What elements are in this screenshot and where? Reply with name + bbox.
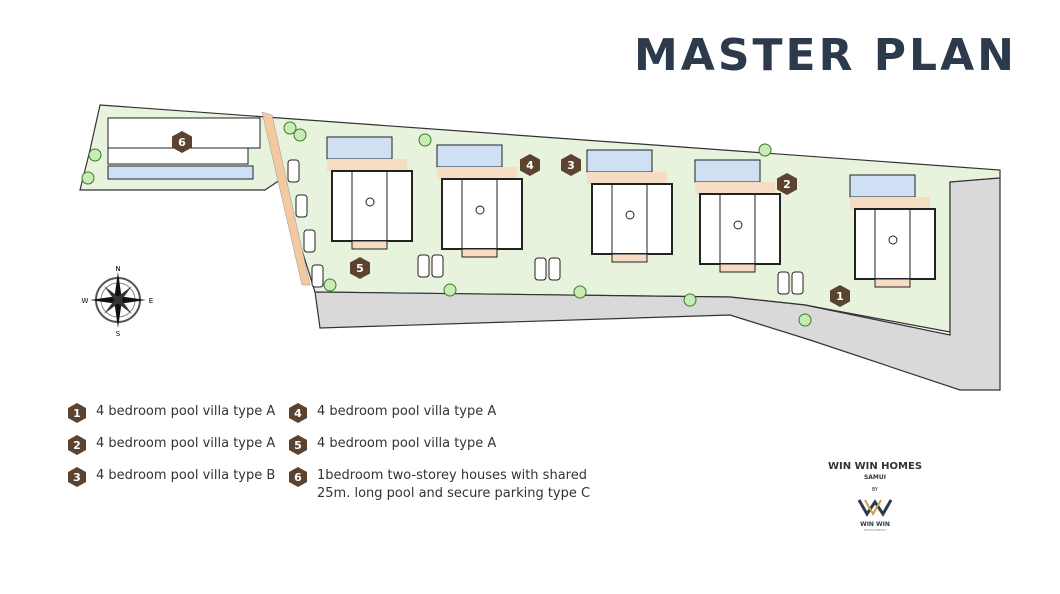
car-icon bbox=[417, 254, 430, 278]
legend-text: 1bedroom two-storey houses with shared 25… bbox=[317, 467, 590, 503]
compass-w: W bbox=[82, 297, 89, 305]
logo-text: WIN WIN bbox=[860, 521, 890, 528]
building-type-c bbox=[107, 117, 261, 180]
road bbox=[314, 177, 1001, 391]
car-icon bbox=[287, 159, 300, 183]
plot-badge-1: 1 bbox=[830, 285, 850, 307]
legend-item: 4 4 bedroom pool villa type A bbox=[289, 403, 496, 423]
car-icon bbox=[431, 254, 444, 278]
plot-badge-3: 3 bbox=[561, 154, 581, 176]
car-icon bbox=[311, 264, 324, 288]
page-title: MASTER PLAN bbox=[634, 30, 1017, 81]
brand-by: BY bbox=[871, 487, 879, 493]
brand-name: WIN WIN HOMES bbox=[827, 461, 923, 472]
car-icon bbox=[295, 194, 308, 218]
legend-text: 4 bedroom pool villa type A bbox=[317, 436, 497, 451]
villa bbox=[436, 144, 523, 258]
win-win-logo-icon bbox=[857, 499, 893, 517]
villa bbox=[326, 136, 413, 250]
tree-icon bbox=[443, 283, 457, 297]
legend-text: 4 bedroom pool villa type B bbox=[96, 468, 276, 483]
car-icon bbox=[548, 257, 561, 281]
legend-text: 4 bedroom pool villa type A bbox=[96, 404, 276, 419]
plot-number: 5 bbox=[356, 262, 364, 275]
legend-item: 5 4 bedroom pool villa type A bbox=[289, 435, 496, 455]
legend-item: 2 4 bedroom pool villa type A bbox=[68, 435, 275, 455]
logo-subtext: DEVELOPMENT bbox=[863, 528, 887, 532]
plot-badge-icon: 1 bbox=[68, 403, 86, 423]
tree-icon bbox=[418, 133, 432, 147]
plot-number: 6 bbox=[178, 136, 186, 149]
tree-icon bbox=[758, 143, 772, 157]
plot-badge-6: 6 bbox=[172, 131, 192, 153]
compass-icon: N S E W bbox=[82, 265, 154, 338]
car-icon bbox=[534, 257, 547, 281]
access-path bbox=[261, 111, 311, 286]
plot-badge-5: 5 bbox=[350, 257, 370, 279]
villa bbox=[849, 174, 936, 288]
plot-number: 1 bbox=[836, 290, 844, 303]
villa bbox=[694, 159, 781, 273]
compass-e: E bbox=[149, 297, 153, 305]
plot-number: 3 bbox=[567, 159, 575, 172]
tree-icon bbox=[798, 313, 812, 327]
plot-badge-icon: 5 bbox=[289, 435, 307, 455]
tree-icon bbox=[683, 293, 697, 307]
plot-badge-2: 2 bbox=[777, 173, 797, 195]
plot-badge-icon: 3 bbox=[68, 467, 86, 487]
tree-icon bbox=[88, 148, 102, 162]
tree-icon bbox=[323, 278, 337, 292]
car-icon bbox=[791, 271, 804, 295]
brand-location: SAMUI bbox=[863, 474, 887, 481]
plot-number: 4 bbox=[526, 159, 534, 172]
compass-n: N bbox=[115, 265, 120, 273]
tree-icon bbox=[283, 121, 297, 135]
legend-text-line2: 25m. long pool and secure parking type C bbox=[317, 486, 591, 501]
car-icon bbox=[777, 271, 790, 295]
plot-badge-icon: 6 bbox=[289, 467, 307, 487]
legend-item: 3 4 bedroom pool villa type B bbox=[68, 467, 275, 487]
legend-item: 1 4 bedroom pool villa type A bbox=[68, 403, 275, 423]
legend-text: 4 bedroom pool villa type A bbox=[317, 404, 497, 419]
brand-block: WIN WIN HOMES SAMUI BY WIN WIN DEVELOPME… bbox=[812, 461, 938, 532]
plot-badge-icon: 4 bbox=[289, 403, 307, 423]
tree-icon bbox=[81, 171, 95, 185]
tree-icon bbox=[293, 128, 307, 142]
tree-icon bbox=[573, 285, 587, 299]
plot-number: 2 bbox=[783, 178, 791, 191]
car-icon bbox=[303, 229, 316, 253]
plot-badge-4: 4 bbox=[520, 154, 540, 176]
compass-s: S bbox=[116, 330, 121, 338]
legend-text-line1: 1bedroom two-storey houses with shared bbox=[317, 468, 587, 483]
plot-badge-icon: 2 bbox=[68, 435, 86, 455]
legend-text: 4 bedroom pool villa type A bbox=[96, 436, 276, 451]
villa bbox=[586, 149, 673, 263]
legend-item: 6 1bedroom two-storey houses with shared 2… bbox=[289, 467, 590, 503]
